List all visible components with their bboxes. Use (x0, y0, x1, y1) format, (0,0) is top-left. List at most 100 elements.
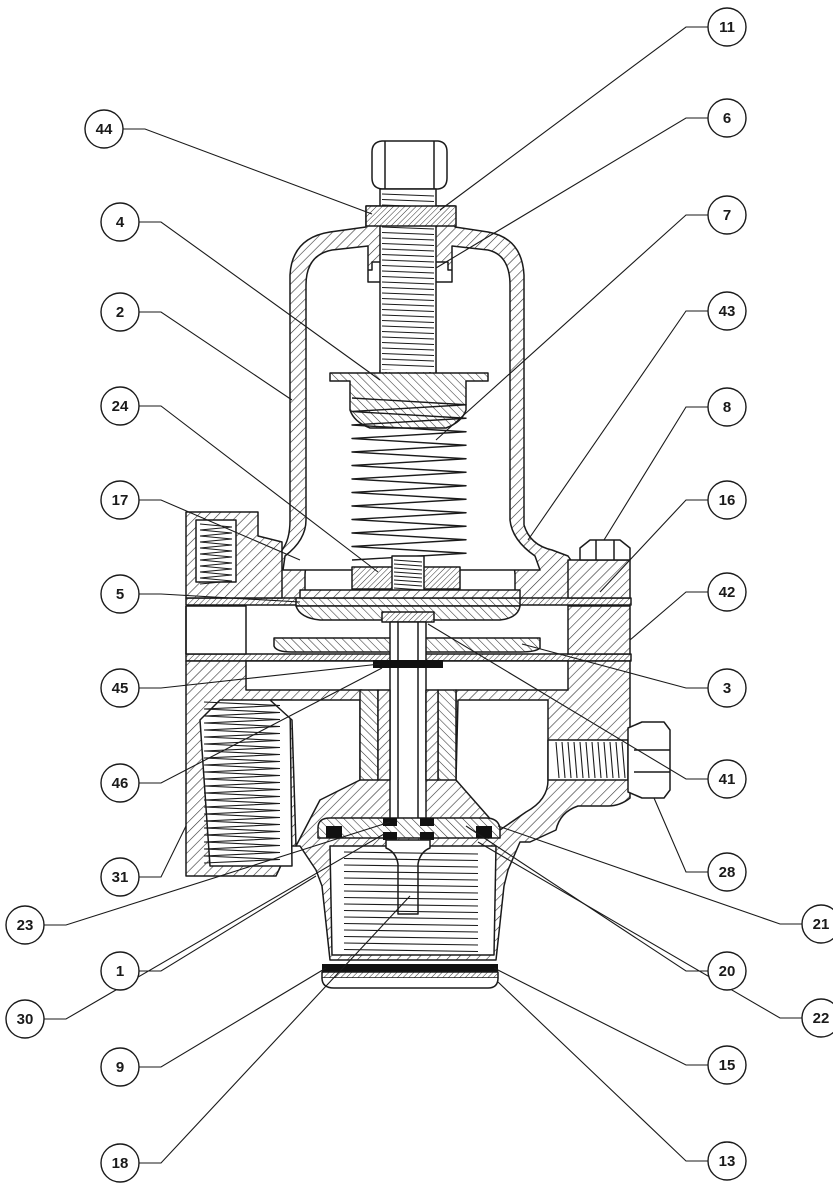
callout-label: 16 (719, 492, 736, 509)
leader-line-13 (497, 981, 708, 1162)
callout-label: 21 (813, 916, 830, 933)
leader-line-6 (435, 117, 708, 269)
valve-seat (317, 817, 501, 840)
callout-31: 31 (100, 857, 140, 897)
callout-leader-lines (44, 26, 802, 1164)
callout-28: 28 (707, 852, 747, 892)
callout-label: 9 (116, 1059, 124, 1076)
callout-label: 30 (17, 1011, 34, 1028)
callout-circle (100, 763, 140, 803)
callout-42: 42 (707, 572, 747, 612)
callout-circle (707, 572, 747, 612)
callout-circle (100, 292, 140, 332)
leader-line-21 (497, 825, 802, 925)
callout-label: 5 (116, 586, 124, 603)
pressure-spring (351, 397, 467, 561)
leader-line-24 (139, 405, 379, 573)
callout-label: 42 (719, 584, 736, 601)
leader-line-3 (521, 643, 708, 689)
leader-line-15 (493, 967, 708, 1066)
callout-22: 22 (801, 998, 833, 1038)
callout-circle (707, 291, 747, 331)
callout-label: 22 (813, 1010, 830, 1027)
leader-line-1 (139, 875, 317, 972)
callout-2: 2 (100, 292, 140, 332)
callout-circle (707, 951, 747, 991)
leader-line-41 (427, 623, 708, 780)
callout-13: 13 (707, 1141, 747, 1181)
callout-circle (707, 387, 747, 427)
leader-line-18 (139, 895, 411, 1164)
regulator-body (185, 140, 671, 989)
callout-11: 11 (707, 7, 747, 47)
callout-3: 3 (707, 668, 747, 708)
leader-line-42 (629, 591, 708, 641)
leader-line-44 (123, 128, 373, 215)
lower-spring-button (351, 555, 461, 597)
callout-circle (100, 857, 140, 897)
callout-circle (100, 668, 140, 708)
callout-circle (707, 1141, 747, 1181)
callout-label: 7 (723, 207, 731, 224)
callout-circle (801, 904, 833, 944)
callout-43: 43 (707, 291, 747, 331)
leader-line-31 (139, 825, 187, 878)
upper-spring-button (329, 372, 489, 429)
callout-label: 23 (17, 917, 34, 934)
callout-label: 4 (116, 214, 125, 231)
callout-41: 41 (707, 759, 747, 799)
callout-circle (707, 98, 747, 138)
callout-label: 3 (723, 680, 731, 697)
callout-16: 16 (707, 480, 747, 520)
callout-8: 8 (707, 387, 747, 427)
callout-label: 13 (719, 1153, 736, 1170)
leader-line-23 (44, 821, 391, 926)
leader-line-43 (527, 310, 708, 541)
callout-circle (707, 759, 747, 799)
callout-45: 45 (100, 668, 140, 708)
callout-20: 20 (707, 951, 747, 991)
callout-15: 15 (707, 1045, 747, 1085)
leader-line-16 (599, 499, 708, 593)
callout-label: 2 (116, 304, 124, 321)
leader-line-4 (139, 221, 381, 381)
callout-circle (100, 1047, 140, 1087)
leader-line-28 (653, 797, 708, 873)
callout-18: 18 (100, 1143, 140, 1183)
lock-nut (365, 205, 457, 227)
adjusting-bolt-head (371, 140, 448, 190)
bottom-plug (321, 851, 499, 989)
callout-circle (707, 1045, 747, 1085)
callout-4: 4 (100, 202, 140, 242)
callout-1: 1 (100, 951, 140, 991)
callout-9: 9 (100, 1047, 140, 1087)
callout-5: 5 (100, 574, 140, 614)
callout-circle (707, 852, 747, 892)
callout-label: 18 (112, 1155, 129, 1172)
callout-label: 6 (723, 110, 731, 127)
callout-label: 15 (719, 1057, 736, 1074)
callout-24: 24 (100, 386, 140, 426)
callout-circle (100, 1143, 140, 1183)
callout-circle (707, 480, 747, 520)
callout-17: 17 (100, 480, 140, 520)
callout-label: 1 (116, 963, 124, 980)
callout-circle (100, 574, 140, 614)
callout-circle (707, 668, 747, 708)
callout-circle (707, 7, 747, 47)
leader-line-30 (44, 833, 385, 1020)
callout-label: 44 (96, 121, 113, 138)
callout-label: 31 (112, 869, 129, 886)
leader-line-17 (139, 499, 301, 561)
callout-circle (801, 998, 833, 1038)
leader-line-2 (139, 311, 293, 401)
callout-label: 11 (719, 19, 735, 36)
callout-circle (100, 386, 140, 426)
callout-44: 44 (84, 109, 124, 149)
flange-bolt (579, 539, 631, 561)
callout-circle (100, 202, 140, 242)
callout-circle (5, 999, 45, 1039)
